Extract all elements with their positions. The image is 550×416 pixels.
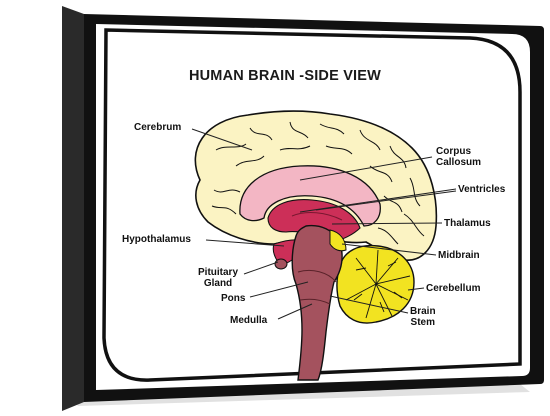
frame-side (62, 6, 84, 411)
label-brain-stem-line2: Stem (410, 317, 435, 328)
fornix-line (291, 212, 343, 221)
label-corpus-callosum: Corpus Callosum (436, 146, 481, 168)
label-thalamus: Thalamus (444, 218, 491, 229)
leader-ventricles-2 (315, 190, 457, 211)
label-pituitary-line2: Gland (203, 278, 233, 289)
cerebrum-folds (211, 121, 425, 245)
leader-lines (191, 128, 457, 320)
corpus-callosum-shape (239, 165, 381, 227)
leader-hypothalamus (205, 239, 285, 247)
frame-shadow (70, 384, 530, 406)
leader-midbrain (341, 243, 437, 256)
leader-thalamus (331, 222, 443, 225)
leader-brain-stem (329, 295, 409, 314)
label-corpus-callosum-line1: Corpus (436, 146, 471, 157)
label-brain-stem-line1: Brain (410, 306, 436, 317)
cerebellum-folia (345, 249, 411, 319)
leader-pons (249, 281, 309, 298)
diagram-title: HUMAN BRAIN -SIDE VIEW (188, 68, 382, 84)
leader-pituitary (243, 261, 279, 275)
leader-cerebrum (191, 128, 253, 151)
label-cerebellum: Cerebellum (426, 283, 481, 294)
medulla-line (299, 298, 331, 305)
label-pituitary-line1: Pituitary (198, 267, 239, 278)
leader-cerebellum (407, 287, 425, 291)
label-corpus-callosum-line2: Callosum (436, 157, 482, 168)
label-brain-stem: Brain Stem (410, 306, 436, 328)
label-hypothalamus: Hypothalamus (122, 234, 191, 245)
midbrain-shape (329, 229, 347, 252)
pons-line (297, 269, 337, 283)
label-medulla: Medulla (230, 315, 268, 326)
pituitary-shape (274, 258, 288, 270)
inner-border (102, 28, 522, 382)
leader-corpus-callosum (299, 156, 433, 181)
label-midbrain: Midbrain (438, 250, 480, 261)
label-cerebrum: Cerebrum (134, 122, 182, 133)
leader-medulla (277, 303, 313, 320)
label-pituitary-gland: Pituitary Gland (198, 267, 238, 289)
label-ventricles: Ventricles (458, 184, 506, 195)
label-pons: Pons (221, 293, 246, 304)
brainstem-shape (291, 224, 343, 381)
